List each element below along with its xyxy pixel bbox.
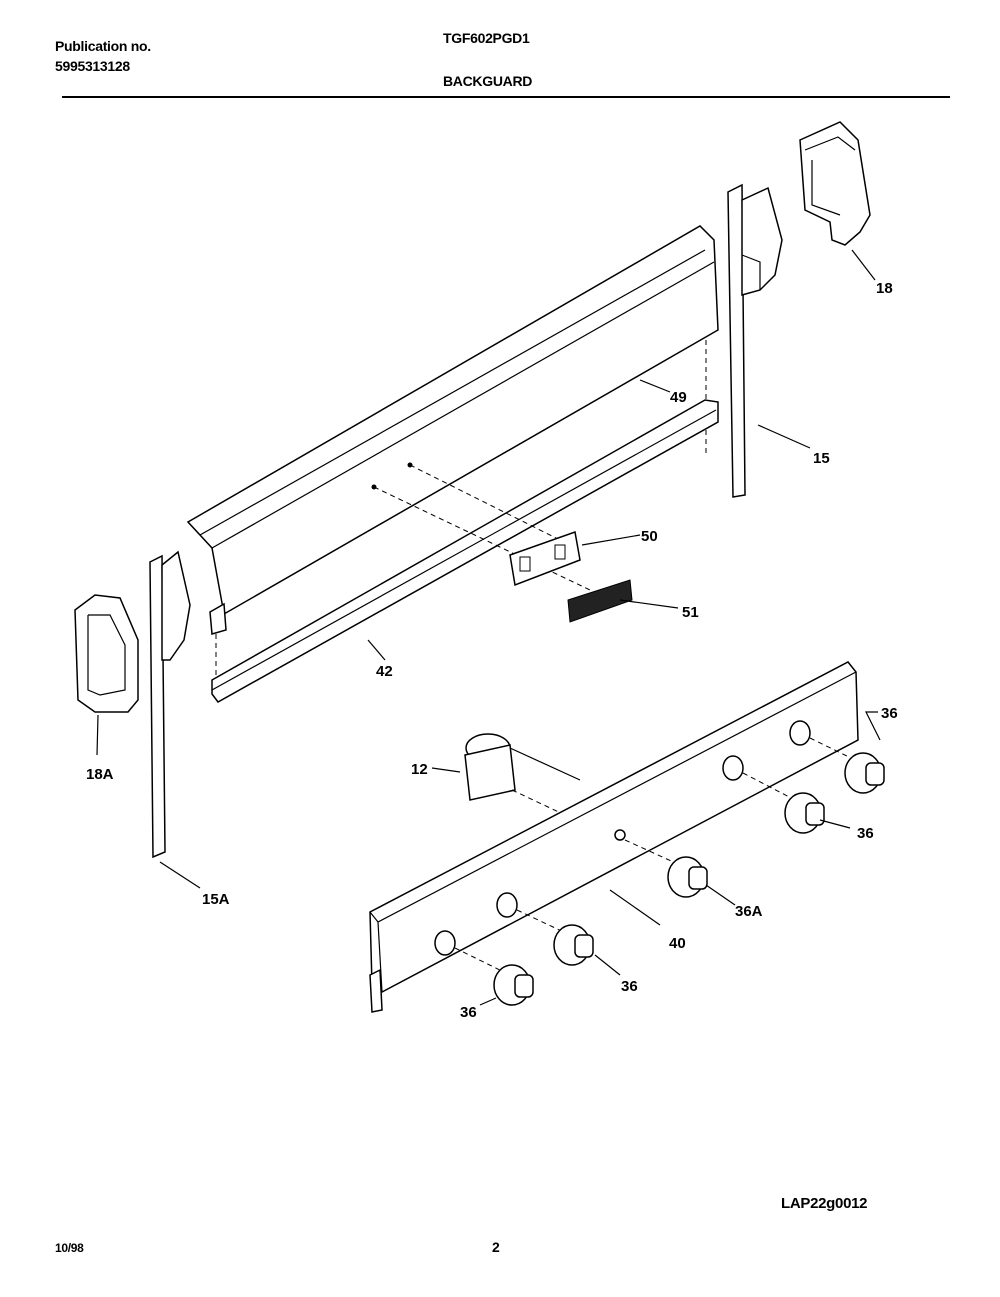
knob	[844, 752, 885, 794]
callout-12: 12	[411, 761, 428, 778]
header-rule	[62, 96, 950, 98]
knob	[667, 856, 708, 898]
leader-line	[96, 714, 99, 756]
leader-line	[581, 534, 641, 546]
callout-36: 36	[857, 825, 874, 842]
leader-line	[819, 819, 851, 829]
leader-line	[594, 954, 621, 976]
callout-40: 40	[669, 935, 686, 952]
leader-line	[851, 249, 876, 281]
page-number: 2	[492, 1239, 500, 1255]
callout-18A: 18A	[86, 766, 114, 783]
callout-15: 15	[813, 450, 830, 467]
callout-15A: 15A	[202, 891, 230, 908]
knob	[493, 964, 534, 1006]
assembly-line	[409, 464, 561, 541]
assembly-line	[373, 486, 591, 591]
screw	[407, 462, 413, 468]
badge	[509, 530, 581, 587]
callout-42: 42	[376, 663, 393, 680]
publication-label: Publication no.	[55, 38, 151, 54]
screw	[371, 484, 377, 490]
leader-line	[159, 861, 201, 889]
footer-date: 10/98	[55, 1241, 84, 1255]
leader-line	[757, 424, 811, 449]
knobs	[454, 737, 885, 1006]
callout-36A: 36A	[735, 903, 763, 920]
callout-36: 36	[881, 705, 898, 722]
leader-line	[865, 711, 881, 741]
callout-49: 49	[670, 389, 687, 406]
end-cap-left	[74, 594, 139, 713]
section-title: BACKGUARD	[443, 73, 533, 89]
callout-36: 36	[621, 978, 638, 995]
leader-line	[609, 889, 661, 926]
leader-line	[619, 599, 679, 609]
knob	[784, 792, 825, 834]
model-number: TGF602PGD1	[443, 30, 530, 46]
thermostat	[464, 733, 581, 816]
callout-51: 51	[682, 604, 699, 621]
control-panel	[369, 661, 859, 1013]
side-bracket-right	[727, 183, 783, 498]
nameplate	[567, 579, 633, 623]
leader-line	[639, 379, 671, 393]
backguard-panel	[186, 225, 719, 635]
end-cap-right	[799, 121, 871, 246]
leader-line	[431, 767, 461, 773]
publication-number: 5995313128	[55, 58, 130, 74]
callout-36: 36	[460, 1004, 477, 1021]
callout-18: 18	[876, 280, 893, 297]
drawing-code: LAP22g0012	[781, 1195, 868, 1212]
leader-line	[479, 997, 497, 1006]
trim-strip	[211, 399, 719, 703]
knob	[553, 924, 594, 966]
leader-line	[705, 884, 736, 906]
side-bracket-left	[149, 550, 191, 859]
callout-50: 50	[641, 528, 658, 545]
leader-line	[367, 639, 386, 661]
